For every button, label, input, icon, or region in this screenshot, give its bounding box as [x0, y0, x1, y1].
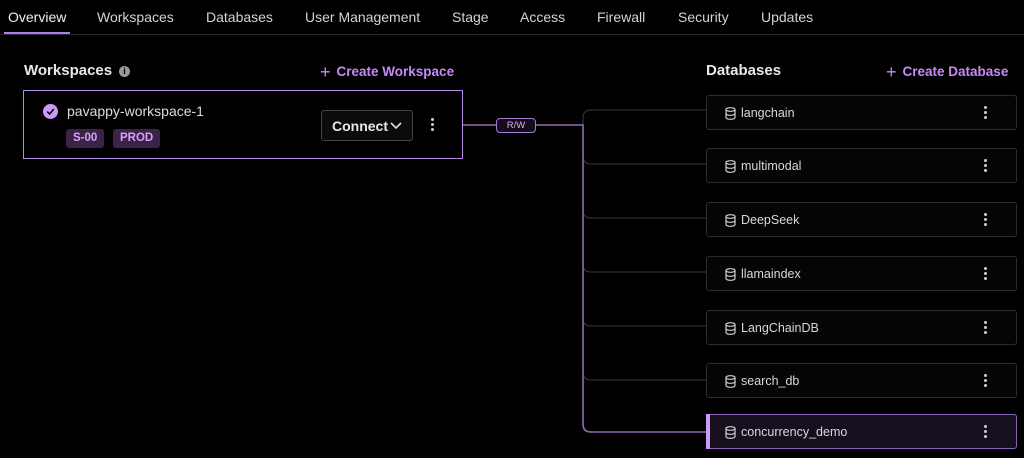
create-database-label: Create Database	[902, 64, 1009, 79]
tab-user-management[interactable]: User Management	[305, 9, 421, 25]
workspace-more-icon[interactable]	[425, 118, 439, 134]
create-workspace-label: Create Workspace	[336, 64, 455, 79]
database-name: langchain	[741, 106, 795, 120]
tab-security[interactable]: Security	[678, 9, 729, 25]
workspace-card[interactable]: pavappy-workspace-1 S-00 PROD Connect	[23, 90, 463, 159]
create-workspace-button[interactable]: + Create Workspace	[320, 62, 454, 83]
plus-icon: +	[886, 62, 897, 82]
check-circle-icon	[43, 104, 58, 119]
database-row-concurrency-demo[interactable]: concurrency_demo	[706, 414, 1017, 449]
size-badge: S-00	[66, 129, 105, 148]
database-row-search-db[interactable]: search_db	[706, 363, 1017, 398]
database-more-icon[interactable]	[978, 374, 992, 390]
database-name: llamaindex	[741, 267, 801, 281]
database-icon	[725, 214, 736, 227]
chevron-down-icon	[390, 122, 402, 130]
workspace-name[interactable]: pavappy-workspace-1	[67, 103, 204, 119]
database-more-icon[interactable]	[978, 106, 992, 122]
connect-button[interactable]: Connect	[321, 110, 413, 141]
active-tab-indicator	[4, 32, 70, 34]
info-icon[interactable]: i	[119, 66, 130, 77]
database-icon	[725, 268, 736, 281]
tab-updates[interactable]: Updates	[761, 9, 814, 25]
plus-icon: +	[320, 62, 331, 82]
tab-overview[interactable]: Overview	[8, 9, 67, 25]
database-row-llamaindex[interactable]: llamaindex	[706, 256, 1017, 291]
create-database-button[interactable]: + Create Database	[886, 62, 1008, 83]
connect-label: Connect	[332, 118, 388, 134]
database-more-icon[interactable]	[978, 425, 992, 441]
database-more-icon[interactable]	[978, 267, 992, 283]
database-row-langchaindb[interactable]: LangChainDB	[706, 310, 1017, 345]
database-icon	[725, 107, 736, 120]
databases-title: Databases	[706, 62, 782, 79]
database-icon	[725, 322, 736, 335]
database-name: search_db	[741, 374, 800, 388]
database-more-icon[interactable]	[978, 159, 992, 175]
tab-stage[interactable]: Stage	[452, 9, 489, 25]
database-row-deepseek[interactable]: DeepSeek	[706, 202, 1017, 237]
database-more-icon[interactable]	[978, 321, 992, 337]
database-name: DeepSeek	[741, 213, 800, 227]
database-row-multimodal[interactable]: multimodal	[706, 148, 1017, 183]
database-more-icon[interactable]	[978, 213, 992, 229]
tab-firewall[interactable]: Firewall	[597, 9, 646, 25]
database-name: multimodal	[741, 159, 802, 173]
database-icon	[725, 426, 736, 439]
tab-workspaces[interactable]: Workspaces	[97, 9, 174, 25]
database-icon	[725, 160, 736, 173]
workspaces-title: Workspaces	[24, 62, 113, 79]
database-row-langchain[interactable]: langchain	[706, 95, 1017, 130]
rw-connection-badge: R/W	[496, 118, 536, 133]
database-icon	[725, 375, 736, 388]
tab-bar: Overview Workspaces Databases User Manag…	[0, 0, 1024, 35]
database-name: LangChainDB	[741, 321, 819, 335]
tab-databases[interactable]: Databases	[206, 9, 273, 25]
database-name: concurrency_demo	[741, 425, 848, 439]
tab-access[interactable]: Access	[520, 9, 566, 25]
env-badge: PROD	[113, 129, 161, 148]
